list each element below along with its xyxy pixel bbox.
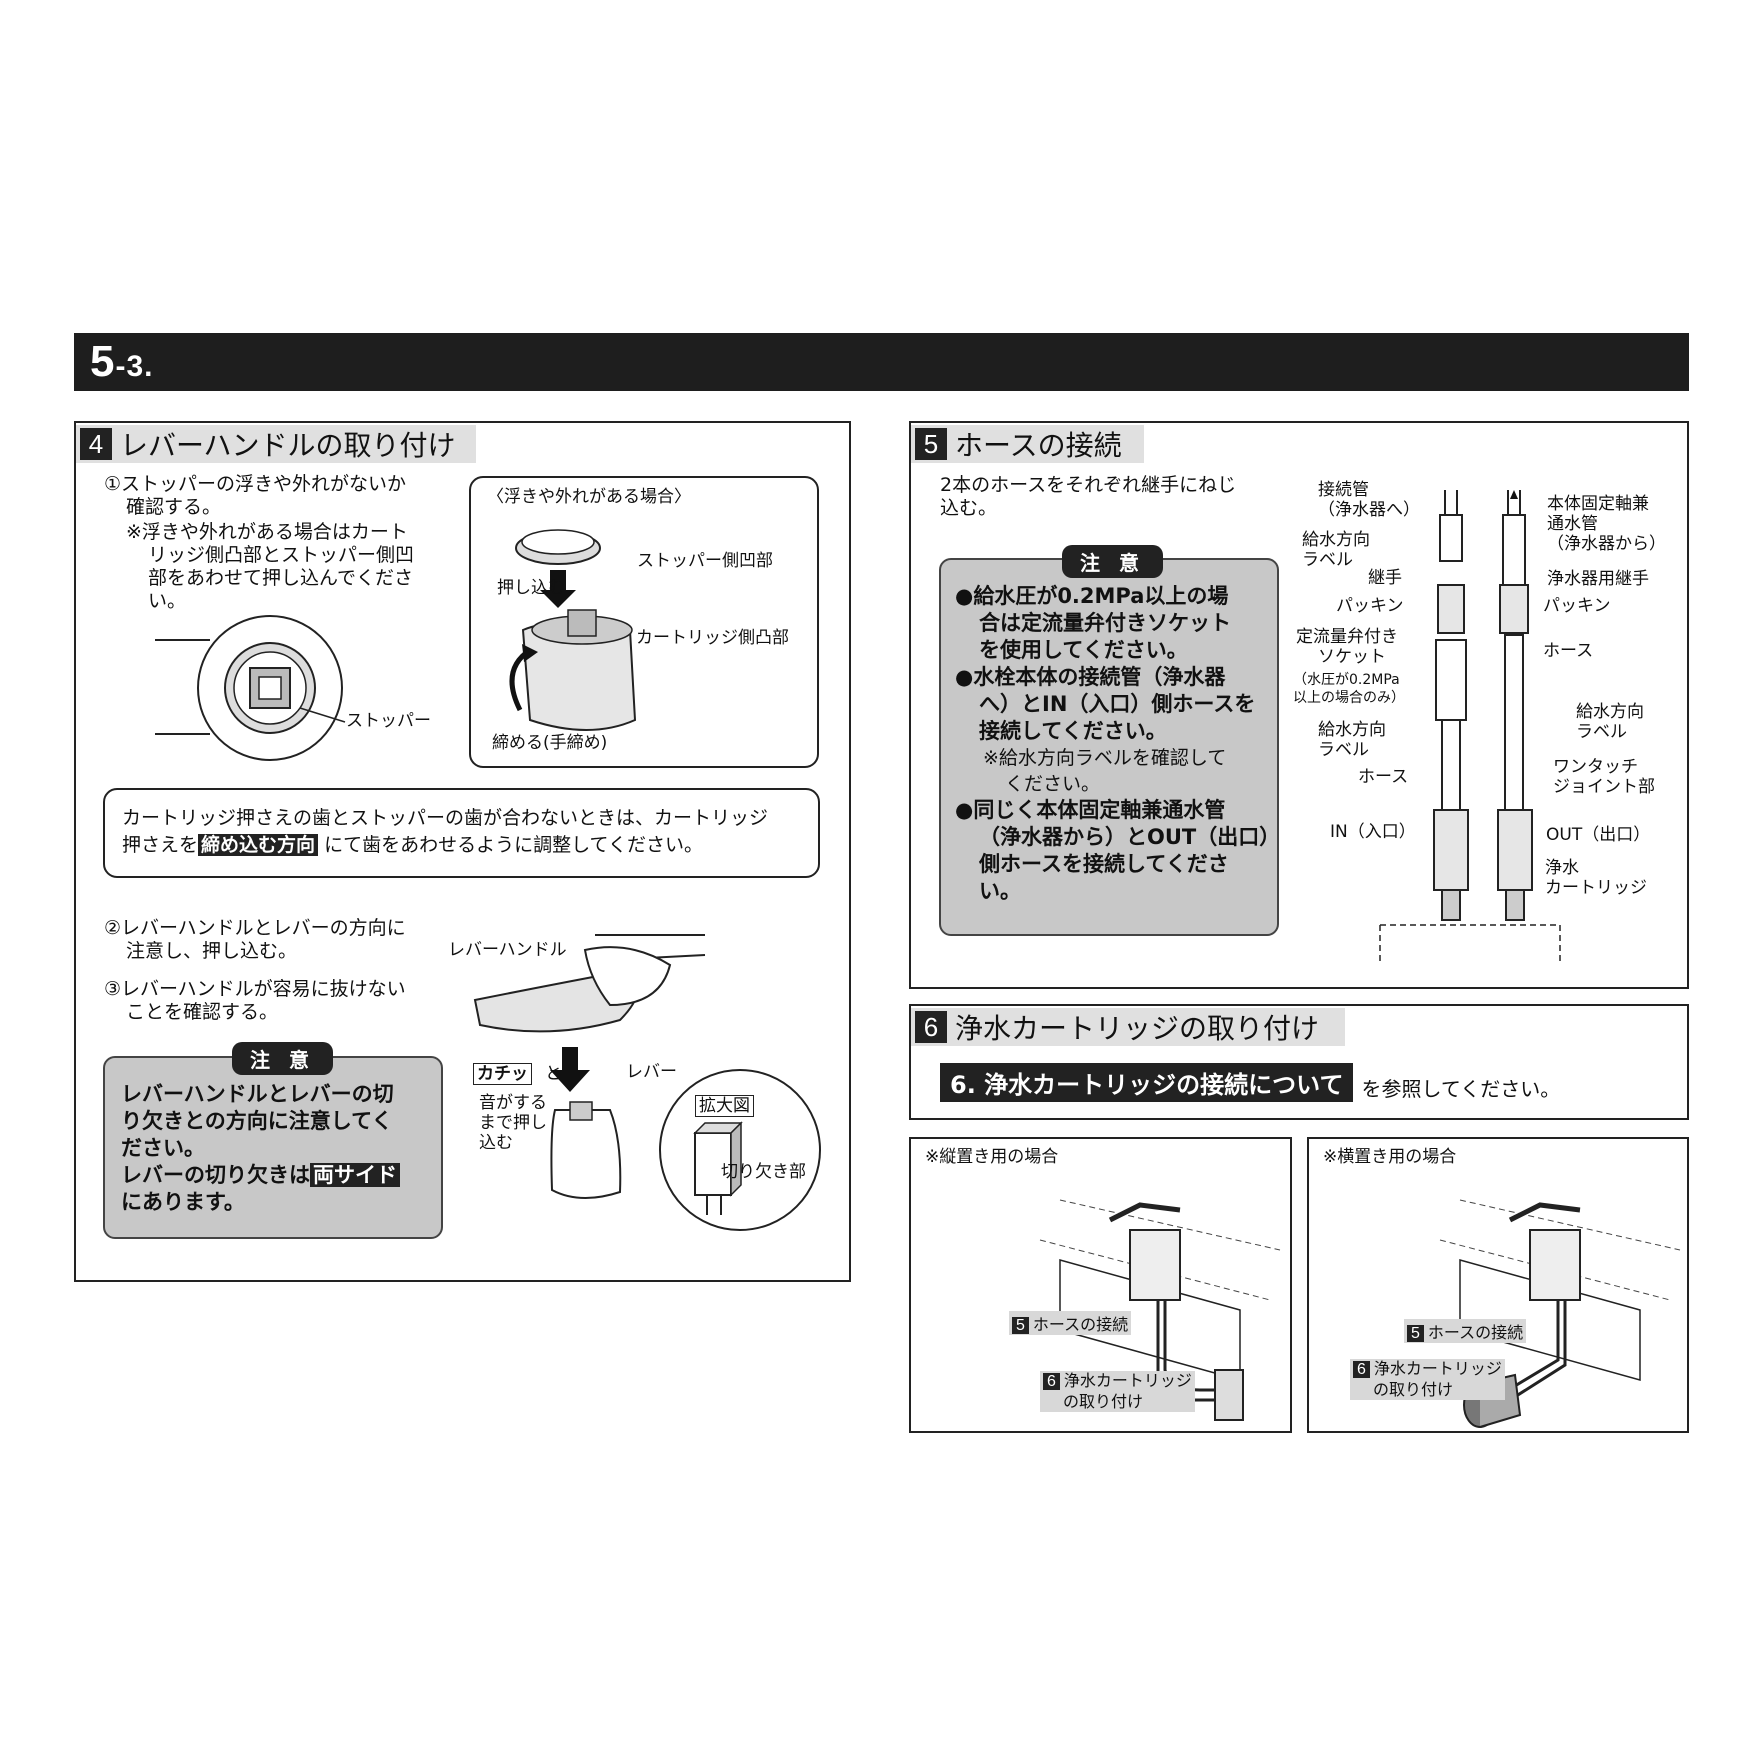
inset-push-label: 押し込む	[497, 578, 565, 598]
step-1-note: ※浮きや外れがある場合はカートリッジ側凸部とストッパー側凹 部をあわせて押し込ん…	[126, 521, 415, 612]
both-sides-highlight: 両サイド	[310, 1163, 400, 1187]
section-header-bar: 5-3.	[74, 333, 1689, 391]
section-5-heading: ホースの接続	[955, 429, 1122, 462]
horizontal-title: ※横置き用の場合	[1323, 1147, 1457, 1167]
click-sound-text: 音がするまで押し込む	[479, 1093, 547, 1153]
vertical-title: ※縦置き用の場合	[925, 1147, 1059, 1167]
label-cartridge: 浄水カートリッジ	[1545, 858, 1647, 898]
step-2-text: ②レバーハンドルとレバーの方向に注意し、押し込む。	[104, 917, 406, 962]
reference-line: 6. 浄水カートリッジの接続について を参照してください。	[940, 1063, 1560, 1102]
label-hose-right: ホース	[1543, 641, 1594, 661]
inset-title: 〈浮きや外れがある場合〉	[487, 487, 691, 507]
adjust-note-text: カートリッジ押さえの歯とストッパーの歯が合わないときは、カートリッジ 押さえを締…	[122, 807, 769, 856]
section-5-title: 5 ホースの接続	[911, 425, 1144, 463]
label-packing-right: パッキン	[1543, 596, 1611, 616]
lever-handle-illustration	[473, 934, 706, 1200]
label-socket: 定流量弁付きソケット	[1296, 627, 1398, 667]
click-sound-word: カチッ	[473, 1063, 532, 1085]
section-4-number: 4	[80, 428, 112, 460]
tighten-direction-highlight: 締め込む方向	[198, 834, 319, 856]
section-6-number: 6	[915, 1011, 947, 1043]
label-supply-dir-3: 給水方向ラベル	[1576, 702, 1644, 742]
step-1-text: ①ストッパーの浮きや外れがないか確認する。	[104, 473, 407, 518]
stopper-illustration	[155, 615, 346, 761]
caution-text-hose: ●給水圧が0.2MPa以上の場 合は定流量弁付きソケット を使用してください。 …	[955, 584, 1281, 903]
panel-cartridge-install: 6 浄水カートリッジの取り付け	[909, 1004, 1689, 1120]
label-purifier-joint: 浄水器用継手	[1547, 569, 1649, 589]
section-6-title: 6 浄水カートリッジの取り付け	[911, 1008, 1345, 1046]
label-supply-dir-2: 給水方向ラベル	[1318, 720, 1386, 760]
caution-label-hose: 注 意	[1062, 545, 1163, 578]
inset-tighten-label: 締める(手締め)	[492, 733, 608, 753]
label-out: OUT（出口）	[1546, 825, 1651, 845]
label-body-pipe: 本体固定軸兼通水管（浄水器から）	[1547, 494, 1666, 554]
caution-box-hose	[939, 558, 1279, 936]
reference-link-cartridge-connection[interactable]: 6. 浄水カートリッジの接続について	[940, 1063, 1354, 1102]
section-6-heading: 浄水カートリッジの取り付け	[955, 1012, 1320, 1045]
lever-label: レバー	[626, 1062, 677, 1082]
label-supply-dir-1: 給水方向ラベル	[1302, 530, 1370, 570]
click-sound-to: と	[545, 1064, 562, 1084]
lever-handle-label: レバーハンドル	[448, 940, 567, 960]
section-4-heading: レバーハンドルの取り付け	[120, 429, 456, 462]
label-joint: 継手	[1368, 568, 1402, 588]
stopper-label: ストッパー	[346, 711, 431, 731]
notch-label: 切り欠き部	[721, 1162, 806, 1182]
step-3-text: ③レバーハンドルが容易に抜けないことを確認する。	[104, 978, 406, 1023]
caution-box-lever	[103, 1056, 443, 1239]
caution-label-lever: 注 意	[232, 1042, 333, 1075]
inset-loose-stopper	[469, 476, 819, 768]
label-in: IN（入口）	[1330, 822, 1416, 842]
section-number: 5-3.	[90, 337, 154, 386]
label-hose-left: ホース	[1358, 767, 1409, 787]
label-one-touch: ワンタッチジョイント部	[1553, 757, 1655, 797]
label-packing-left: パッキン	[1336, 596, 1404, 616]
cartridge-stopper-illustration	[509, 529, 637, 731]
magnified-view	[659, 1069, 821, 1231]
section-5-number: 5	[915, 428, 947, 460]
hose-connection-diagram	[1379, 490, 1561, 965]
section-4-title: 4 レバーハンドルの取り付け	[76, 425, 476, 463]
inset-stopper-concave-label: ストッパー側凹部	[637, 551, 773, 571]
caution-text-lever: レバーハンドルとレバーの切 り欠きとの方向に注意してく ださい。 レバーの切り欠…	[121, 1081, 400, 1216]
adjust-note-box	[103, 788, 820, 878]
zoom-label: 拡大図	[695, 1095, 754, 1117]
label-conn-pipe: 接続管（浄水器へ）	[1318, 480, 1420, 520]
hose-intro-text: 2本のホースをそれぞれ継手にねじ込む。	[940, 474, 1237, 519]
inset-cartridge-convex-label: カートリッジ側凸部	[636, 628, 789, 648]
